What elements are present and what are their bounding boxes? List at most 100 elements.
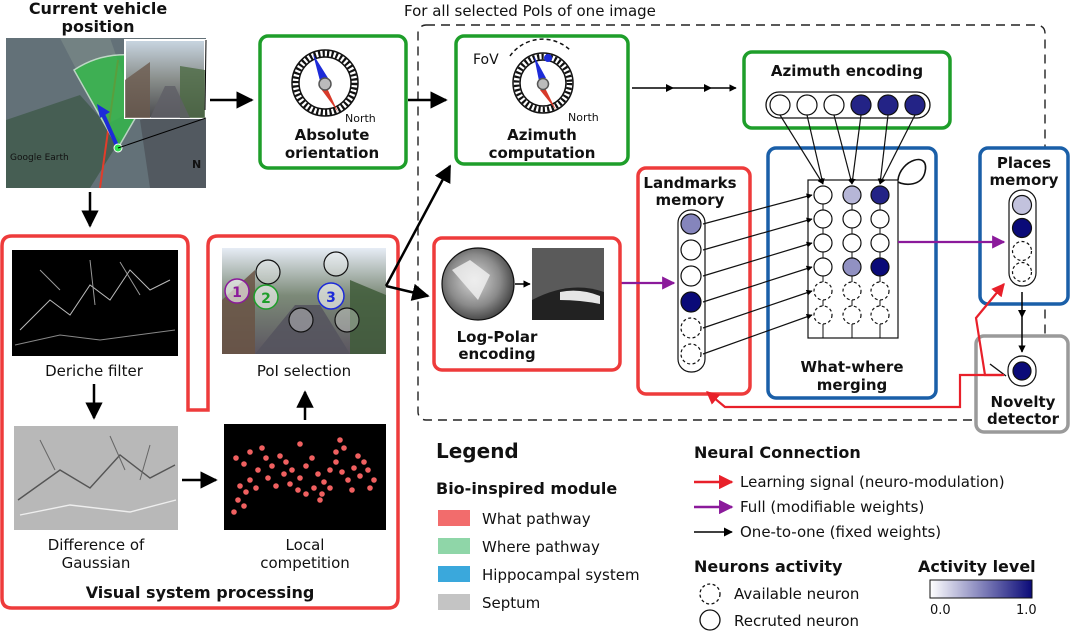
absolute-north-label: North [345, 112, 376, 125]
merging-neuron-available [813, 281, 833, 301]
competition-point [333, 459, 339, 465]
novelty-detector-title-1: Novelty [991, 393, 1056, 411]
legend-connection-label: One-to-one (fixed weights) [740, 523, 941, 541]
competition-point [321, 479, 327, 485]
legend-module-label: What pathway [482, 510, 591, 528]
poi-number-2: 2 [261, 291, 271, 307]
competition-point [243, 489, 249, 495]
competition-point [287, 481, 293, 487]
log-polar-title-2: encoding [458, 345, 535, 363]
competition-point [283, 459, 289, 465]
merging-neuron-available [870, 281, 890, 301]
novelty-neuron [1012, 361, 1032, 381]
competition-point [327, 485, 333, 491]
vehicle-title-line1: Current vehicle [29, 0, 168, 18]
competition-point [247, 449, 253, 455]
competition-point [241, 461, 247, 467]
vehicle-title-line2: position [62, 17, 135, 36]
legend-activity-title: Activity level [918, 557, 1036, 576]
poi-number-1: 1 [232, 285, 242, 301]
absolute-orientation-title-2: orientation [285, 144, 379, 162]
merging-neuron [870, 185, 890, 205]
place-neuron-available [1011, 240, 1033, 262]
competition-point [255, 467, 261, 473]
competition-point [341, 445, 347, 451]
competition-point [311, 485, 317, 491]
azimuth-neuron [904, 94, 926, 116]
competition-point [367, 485, 373, 491]
log-polar-output-image [532, 248, 604, 320]
poi-selection-image: 1 2 3 [222, 248, 386, 354]
competition-point [295, 487, 301, 493]
legend-connection-title: Neural Connection [694, 443, 861, 462]
competition-point [259, 445, 265, 451]
google-earth-watermark: Google Earth [10, 153, 69, 163]
azimuth-computation-title-2: computation [489, 144, 596, 162]
competition-point [315, 471, 321, 477]
competition-point [247, 477, 253, 483]
landmark-neuron-available [680, 343, 702, 365]
competition-point [333, 449, 339, 455]
azimuth-neuron [823, 94, 845, 116]
competition-point [303, 491, 309, 497]
merging-neuron-available [842, 305, 862, 325]
landmarks-memory-title-2: memory [656, 191, 725, 209]
legend-title: Legend [436, 439, 519, 463]
what-where-title-1: What-where [800, 358, 903, 376]
competition-point [281, 471, 287, 477]
dog-label-1: Difference of [48, 536, 145, 554]
map-north-letter: N [192, 158, 201, 171]
competition-point [277, 453, 283, 459]
absolute-orientation-title-1: Absolute [295, 126, 370, 144]
log-polar-title-1: Log-Polar [457, 328, 538, 346]
competition-point [319, 491, 325, 497]
compass-icon [291, 49, 359, 117]
merging-neuron-available [870, 305, 890, 325]
competition-point [339, 469, 345, 475]
legend-connection-label: Full (modifiable weights) [740, 498, 924, 516]
poi-selection-label: PoI selection [257, 362, 351, 380]
activity-scale-min: 0.0 [930, 603, 951, 618]
competition-point [303, 463, 309, 469]
poi-number-3: 3 [326, 290, 336, 306]
competition-point [337, 437, 343, 443]
azimuth-north-label: North [568, 111, 599, 124]
azimuth-neuron [796, 94, 818, 116]
activity-scale-max: 1.0 [1016, 603, 1037, 618]
merging-neuron [870, 233, 890, 253]
fov-label: FoV [473, 52, 499, 68]
merging-neuron [842, 185, 862, 205]
landmark-neuron [680, 239, 702, 261]
merging-neuron [870, 209, 890, 229]
competition-point [265, 475, 271, 481]
competition-point [263, 455, 269, 461]
place-neuron [1011, 194, 1033, 216]
landmark-neuron [680, 265, 702, 287]
competition-point [309, 455, 315, 461]
competition-point [289, 467, 295, 473]
merging-neuron [813, 185, 833, 205]
places-memory-title-2: memory [990, 171, 1059, 189]
legend-module-swatch [438, 566, 470, 582]
deriche-filter-image [12, 250, 178, 356]
competition-point [355, 453, 361, 459]
difference-of-gaussian-image [14, 426, 178, 530]
merging-neuron [813, 233, 833, 253]
legend-recruited: Recruted neuron [734, 612, 859, 630]
place-neuron-available [1011, 261, 1033, 283]
competition-point [231, 509, 237, 515]
merging-neuron [813, 209, 833, 229]
azimuth-computation-title-1: Azimuth [507, 126, 577, 144]
visual-system-title: Visual system processing [86, 583, 315, 602]
competition-point [361, 459, 367, 465]
competition-point [233, 455, 239, 461]
competition-point [357, 473, 363, 479]
legend-available: Available neuron [734, 585, 859, 603]
merging-neuron-available [813, 305, 833, 325]
merging-neuron [870, 257, 890, 277]
available-neuron-icon [699, 583, 721, 605]
merging-neuron [842, 209, 862, 229]
learning-signal-to-places [974, 282, 1005, 377]
merging-neuron-available [842, 281, 862, 301]
local-competition-label-1: Local [286, 536, 325, 554]
